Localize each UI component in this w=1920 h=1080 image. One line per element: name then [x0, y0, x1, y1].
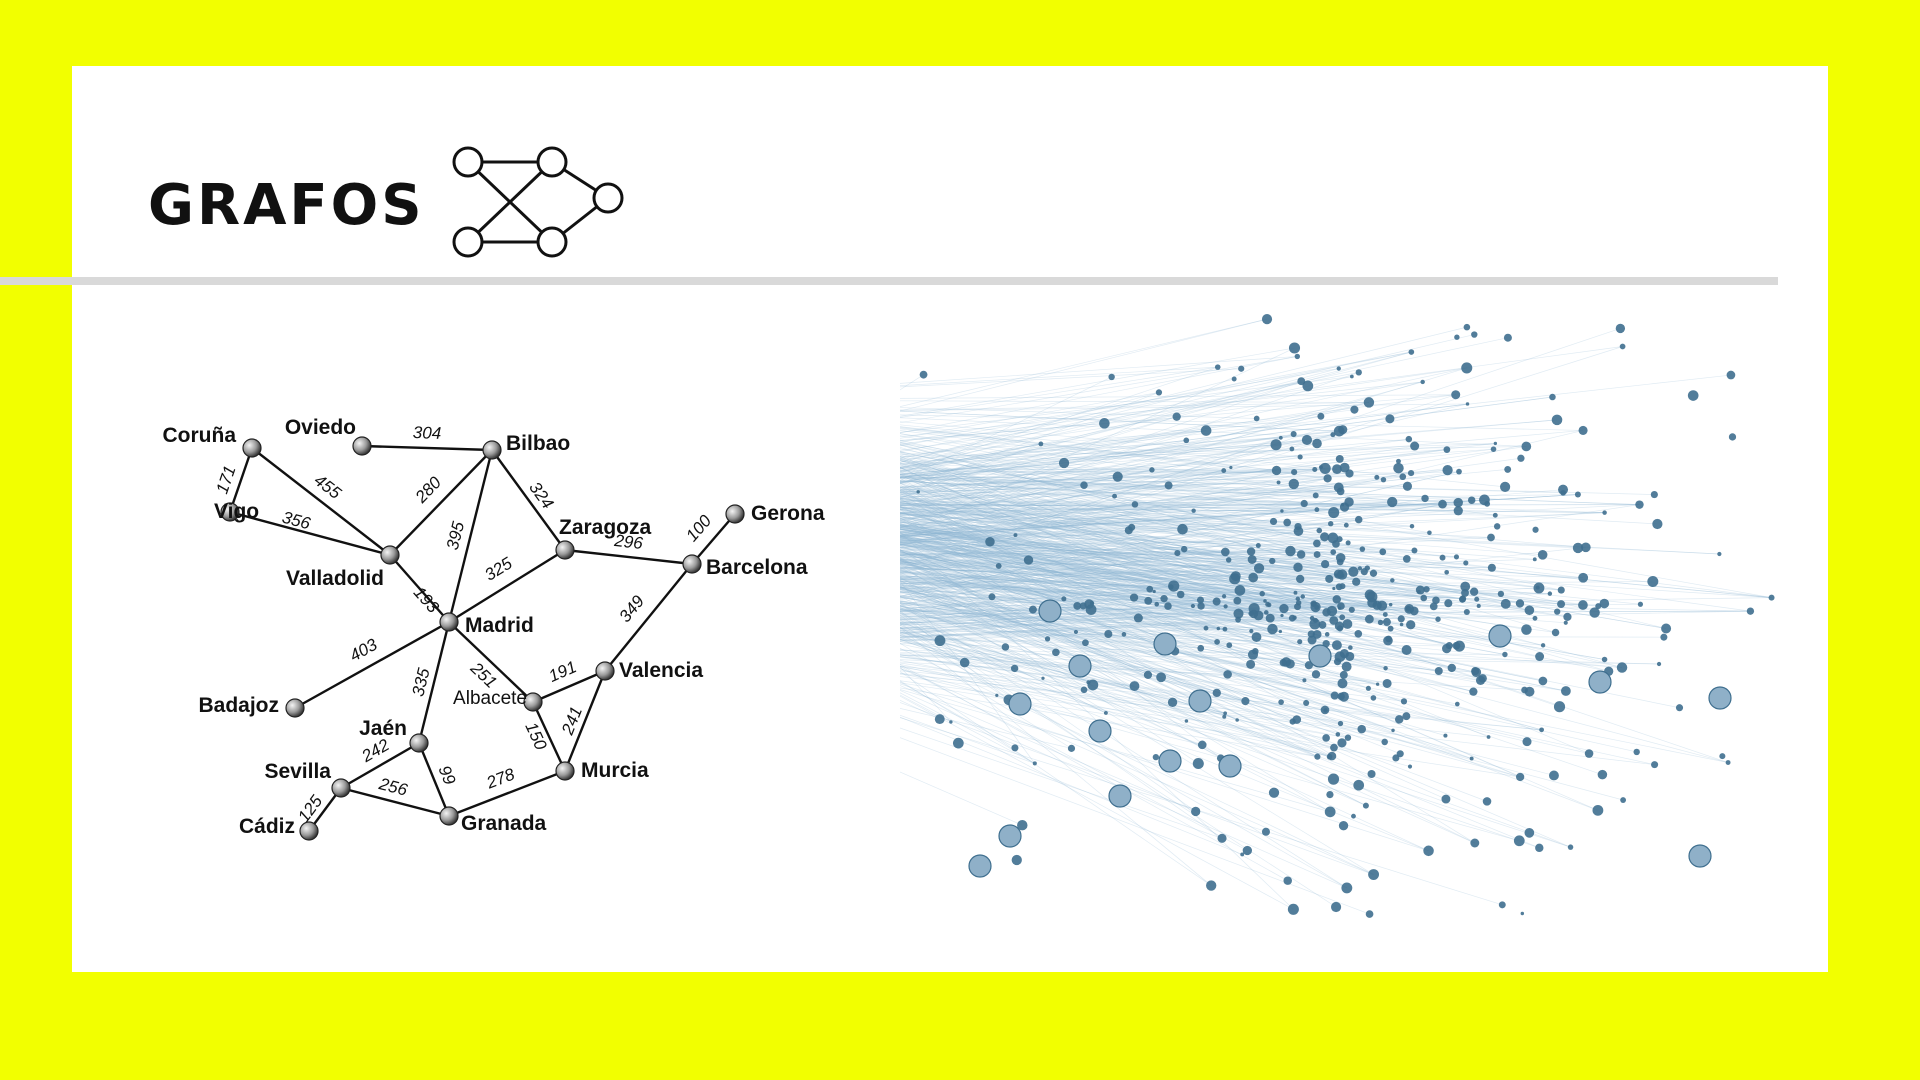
road-distance-label: 349 — [615, 591, 648, 625]
road-distance-label: 335 — [408, 666, 433, 699]
road-distance-label: 395 — [443, 519, 468, 552]
city-node — [352, 436, 372, 456]
city-node — [555, 761, 575, 781]
city-label: Valladolid — [286, 567, 384, 590]
road-edge — [691, 513, 736, 565]
city-label: Coruña — [163, 424, 237, 447]
city-node — [285, 698, 305, 718]
network-edges — [900, 318, 1772, 915]
city-label: Sevilla — [264, 760, 331, 783]
road-distance-label: 324 — [525, 478, 557, 512]
road-distance-label: 251 — [466, 658, 500, 692]
road-edge — [448, 769, 566, 818]
city-node — [682, 554, 702, 574]
road-distance-label: 125 — [294, 791, 327, 826]
road-distance-label: 256 — [376, 774, 410, 800]
road-edge — [229, 510, 391, 557]
road-edge — [361, 444, 493, 452]
road-distance-label: 100 — [682, 511, 715, 545]
road-distance-label: 296 — [612, 531, 644, 553]
city-node — [439, 806, 459, 826]
road-distance-label: 171 — [212, 463, 239, 496]
network-visualization — [900, 306, 1780, 924]
graph-icon — [452, 146, 624, 258]
city-label: Cádiz — [239, 815, 295, 838]
city-label: Granada — [461, 812, 547, 835]
city-label: Jaén — [359, 717, 407, 740]
road-edge — [389, 554, 450, 623]
road-edge — [564, 548, 693, 566]
city-node — [595, 661, 615, 681]
road-edge — [340, 786, 450, 818]
city-node — [409, 733, 429, 753]
road-edge — [447, 449, 494, 623]
city-node — [299, 821, 319, 841]
city-label: Vigo — [214, 500, 259, 523]
city-node — [482, 440, 502, 460]
road-edge — [532, 669, 606, 704]
road-distance-label: 193 — [410, 583, 443, 617]
road-edge — [340, 741, 420, 790]
city-node — [555, 540, 575, 560]
road-edge — [531, 701, 567, 772]
city-label: Zaragoza — [559, 516, 652, 539]
road-distance-label: 403 — [346, 635, 381, 666]
road-distance-label: 325 — [481, 553, 516, 584]
city-label: Albacete — [453, 688, 527, 709]
city-node — [439, 612, 459, 632]
road-edge — [389, 449, 493, 556]
road-edge — [448, 548, 566, 624]
city-label: Murcia — [581, 759, 649, 782]
road-distance-label: 191 — [546, 657, 580, 686]
road-distance-label: 150 — [521, 719, 550, 753]
road-distance-label: 99 — [435, 763, 460, 788]
road-edge — [417, 621, 451, 744]
city-label: Madrid — [465, 614, 534, 637]
city-label: Bilbao — [506, 432, 570, 455]
city-label: Gerona — [751, 502, 825, 525]
road-edge — [491, 449, 566, 551]
road-distance-label: 278 — [483, 764, 518, 793]
road-edge — [563, 670, 607, 772]
road-distance-label: 304 — [413, 423, 442, 443]
city-node — [242, 438, 262, 458]
city-label: Badajoz — [198, 694, 279, 717]
city-node — [523, 692, 543, 712]
road-edge — [604, 563, 693, 672]
city-label: Oviedo — [285, 416, 356, 439]
road-edge — [251, 447, 391, 556]
road-distance-label: 356 — [280, 508, 313, 534]
city-label: Barcelona — [706, 556, 808, 579]
page-title: GRAFOS — [148, 173, 425, 238]
city-node — [725, 504, 745, 524]
road-edge — [228, 447, 254, 513]
road-edge — [448, 621, 534, 703]
road-edge — [294, 620, 450, 710]
city-node — [220, 502, 240, 522]
city-node — [331, 778, 351, 798]
road-edge — [417, 742, 451, 817]
network-nodes — [916, 314, 1775, 918]
city-node — [380, 545, 400, 565]
header-divider — [0, 277, 1778, 285]
road-distance-label: 241 — [558, 704, 587, 738]
city-label: Valencia — [619, 659, 703, 682]
